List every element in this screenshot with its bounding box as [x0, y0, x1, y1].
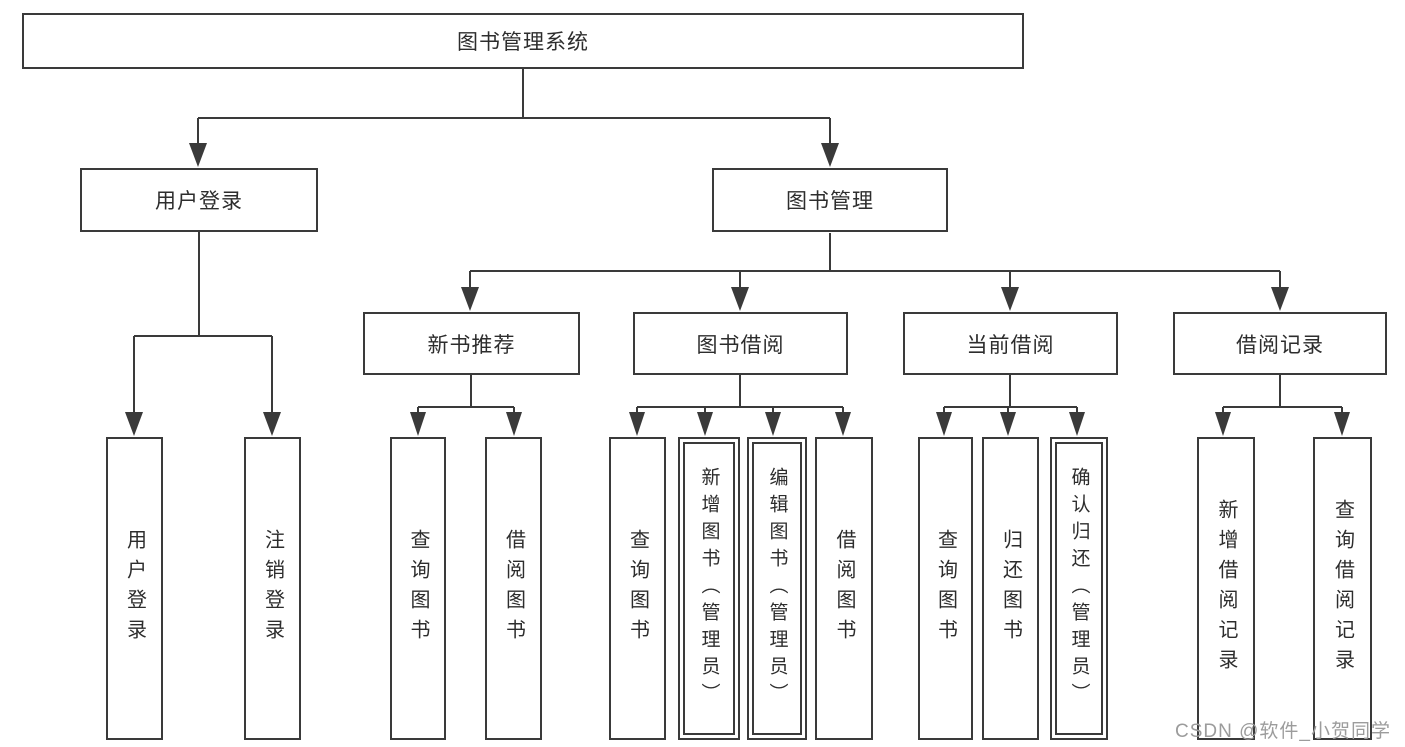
node-leaf-confirm-return-admin: 确认归还（管理员）: [1050, 437, 1108, 740]
node-library-system: 图书管理系统: [22, 13, 1024, 69]
node-leaf-add-borrow-record: 新增借阅记录: [1197, 437, 1255, 740]
arrow-down-marker: [821, 143, 839, 167]
node-label: 图书借阅: [696, 333, 785, 357]
node-book-borrowing: 图书借阅: [633, 312, 848, 375]
arrow-down-marker: [125, 412, 143, 436]
connector-bookmgmt-to-level3: [469, 233, 1281, 288]
arrow-down-marker: [1069, 412, 1085, 436]
arrow-down-marker: [1334, 412, 1350, 436]
node-leaf-user-login: 用户登录: [106, 437, 163, 740]
node-leaf-return-books: 归还图书: [982, 437, 1039, 740]
connector-current-to-leaves: [943, 375, 1078, 413]
node-label: 编辑图书（管理员）: [766, 467, 788, 710]
node-label: 当前借阅: [966, 333, 1055, 357]
node-label: 新书推荐: [427, 333, 516, 357]
node-leaf-query-books-borrow: 查询图书: [609, 437, 666, 740]
csdn-watermark: CSDN @软件_小贺同学: [1175, 721, 1391, 742]
node-current-borrowing: 当前借阅: [903, 312, 1118, 375]
node-leaf-query-borrow-record: 查询借阅记录: [1313, 437, 1372, 740]
node-leaf-logout: 注销登录: [244, 437, 301, 740]
node-label: 查询借阅记录: [1331, 498, 1354, 679]
node-book-management: 图书管理: [712, 168, 948, 232]
node-label: 查询图书: [626, 528, 649, 649]
node-label: 借阅记录: [1236, 333, 1324, 357]
arrow-down-marker: [1271, 287, 1289, 311]
connector-records-to-leaves: [1222, 375, 1343, 413]
node-leaf-edit-books-admin: 编辑图书（管理员）: [747, 437, 807, 740]
node-leaf-borrow-books-recommend: 借阅图书: [485, 437, 542, 740]
node-label: 用户登录: [123, 528, 146, 649]
node-label: 借阅图书: [502, 528, 525, 649]
node-label: 图书管理: [786, 190, 874, 213]
connector-userlogin-to-leaves: [133, 232, 273, 413]
node-label: 确认归还（管理员）: [1068, 467, 1090, 710]
node-user-login: 用户登录: [80, 168, 318, 232]
arrow-down-marker: [731, 287, 749, 311]
node-label: 借阅图书: [833, 528, 855, 649]
arrow-down-marker: [1001, 287, 1019, 311]
node-label: 新增图书（管理员）: [698, 467, 720, 710]
connector-newbook-to-leaves: [417, 375, 515, 413]
arrow-down-marker: [506, 412, 522, 436]
arrow-down-marker: [1215, 412, 1231, 436]
connector-root-to-level2: [197, 69, 831, 144]
node-label: 注销登录: [261, 528, 284, 649]
node-label: 用户登录: [155, 190, 243, 213]
node-leaf-add-books-admin: 新增图书（管理员）: [678, 437, 740, 740]
arrow-down-marker: [263, 412, 281, 436]
node-leaf-borrow-books: 借阅图书: [815, 437, 873, 740]
node-new-book-recommend: 新书推荐: [363, 312, 580, 375]
node-leaf-query-books-recommend: 查询图书: [390, 437, 446, 740]
node-label: 图书管理系统: [457, 31, 589, 54]
node-label: 归还图书: [999, 528, 1022, 649]
arrow-down-marker: [629, 412, 645, 436]
arrow-down-marker: [189, 143, 207, 167]
node-leaf-query-books-current: 查询图书: [918, 437, 973, 740]
arrow-down-marker: [410, 412, 426, 436]
arrow-down-marker: [765, 412, 781, 436]
arrow-down-marker: [461, 287, 479, 311]
arrow-down-marker: [697, 412, 713, 436]
arrow-down-marker: [835, 412, 851, 436]
arrow-down-marker: [1000, 412, 1016, 436]
connector-borrow-to-leaves: [636, 375, 844, 413]
node-label: 查询图书: [934, 528, 957, 649]
node-label: 查询图书: [407, 528, 429, 649]
node-label: 新增借阅记录: [1215, 498, 1237, 679]
node-borrowing-records: 借阅记录: [1173, 312, 1387, 375]
arrow-down-marker: [936, 412, 952, 436]
